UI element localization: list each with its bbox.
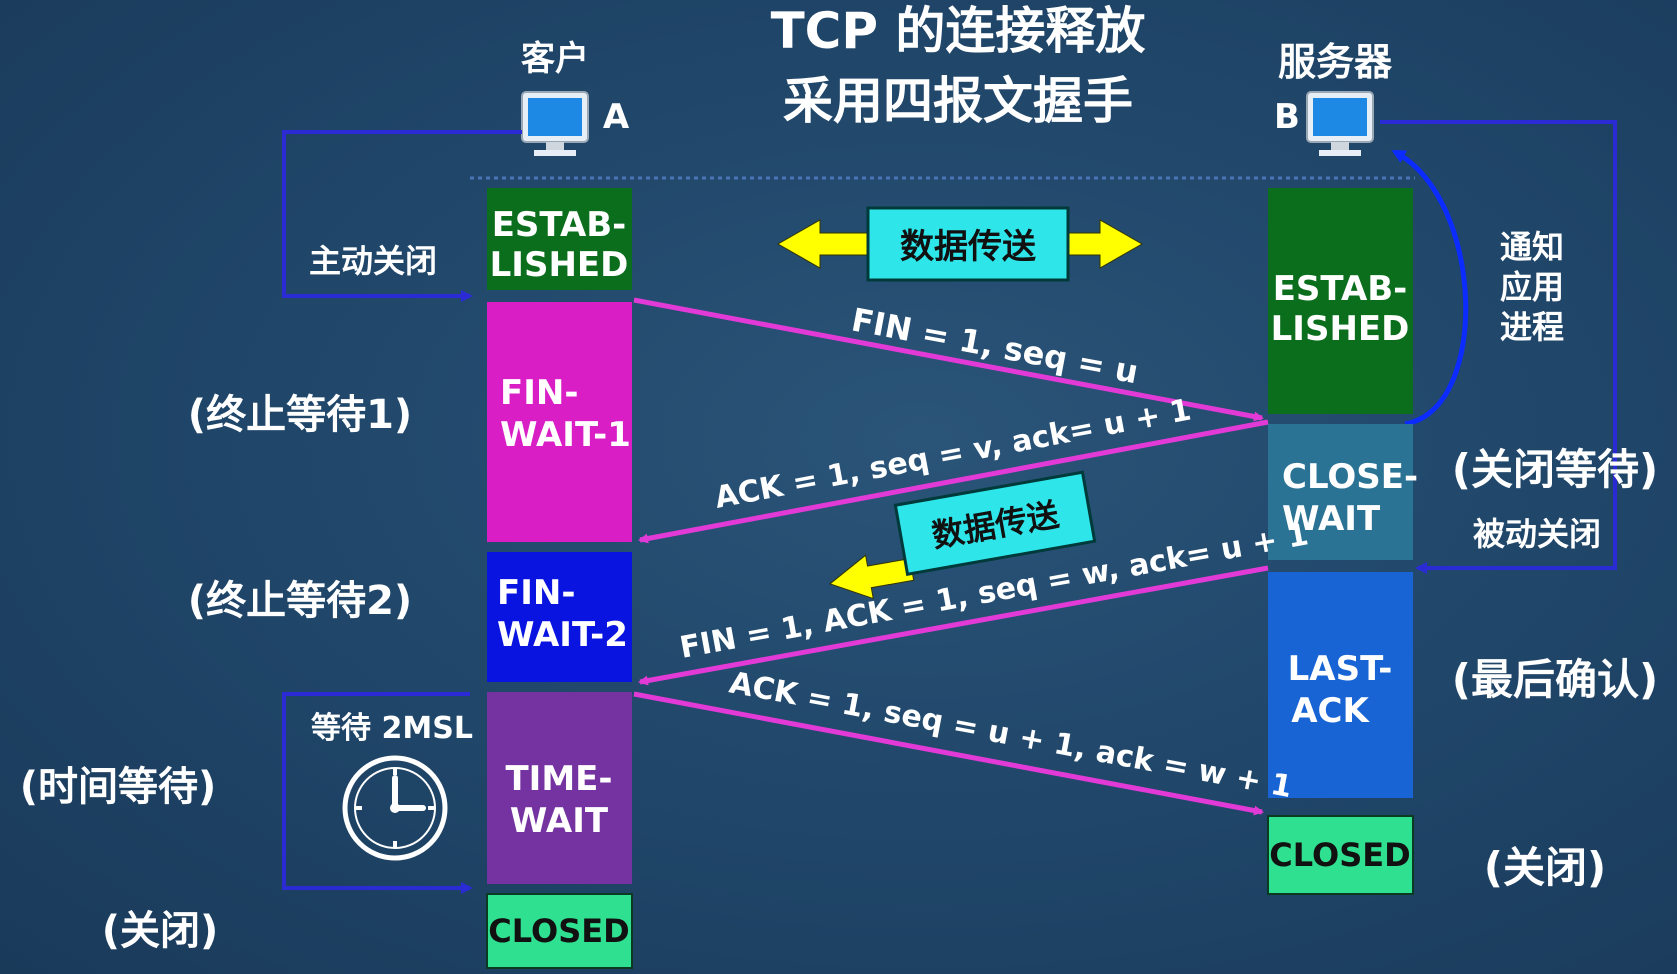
data-transfer-box: [893, 470, 1097, 576]
state-box: [1268, 188, 1413, 414]
state-text: CLOSED: [1269, 836, 1410, 874]
client-state-closed: CLOSED: [486, 893, 633, 969]
state-text: WAIT: [1282, 499, 1381, 539]
wait-2msl-label: 等待 2MSL: [311, 711, 473, 746]
server-id: B: [1274, 97, 1300, 137]
state-box: [487, 692, 632, 884]
message-arrow-fin: [633, 297, 1264, 422]
notify-app-arrow: [1391, 149, 1469, 427]
data-transfer-box: [866, 206, 1070, 282]
server-label: 服务器: [1278, 40, 1393, 84]
state-text: CLOSED: [488, 912, 629, 950]
clock-icon: [342, 755, 448, 861]
active-close-loop: [282, 130, 522, 302]
state-text: FIN-: [497, 573, 575, 613]
time-wait-loop: [282, 692, 473, 894]
passive-close-loop: [1380, 120, 1617, 574]
server-closed-note: (关闭): [1484, 843, 1606, 892]
state-box: [487, 302, 632, 542]
state-box: [487, 552, 632, 682]
state-box: [1268, 424, 1413, 560]
state-text: ESTAB-: [1273, 269, 1408, 309]
state-box: [1267, 815, 1414, 895]
fin-wait-2-note: (终止等待2): [188, 578, 412, 624]
server-state-established: ESTAB- LISHED: [1268, 188, 1413, 414]
client-label: 客户: [521, 39, 589, 79]
close-wait-note: (关闭等待): [1452, 445, 1658, 494]
server-state-closed: CLOSED: [1267, 815, 1414, 895]
message-arrow-final-ack: [633, 691, 1264, 816]
active-close-label: 主动关闭: [309, 242, 437, 280]
server-state-last-ack: LAST- ACK: [1268, 572, 1413, 798]
client-state-fin-wait-2: FIN- WAIT-2: [487, 552, 632, 682]
state-text: WAIT-1: [500, 415, 631, 455]
notify-app-label-2: 应用: [1500, 268, 1564, 306]
state-text: LAST-: [1288, 649, 1393, 689]
fin-wait-1-note: (终止等待1): [188, 392, 412, 438]
client-id: A: [603, 97, 630, 137]
client-closed-note: (关闭): [102, 908, 219, 954]
state-text: WAIT: [510, 801, 609, 841]
client-state-time-wait: TIME- WAIT: [487, 692, 632, 884]
time-wait-note: (时间等待): [20, 764, 217, 810]
state-text: WAIT-2: [497, 615, 628, 655]
state-text: ESTAB-: [492, 205, 627, 245]
state-text: TIME-: [505, 759, 612, 799]
notify-app-label-3: 进程: [1500, 308, 1564, 346]
data-transfer-single-arrow: 数据传送: [829, 470, 1097, 600]
message-arrow-fin-ack: [638, 565, 1269, 686]
title-line2: 采用四报文握手: [783, 72, 1133, 130]
passive-close-label: 被动关闭: [1473, 515, 1601, 553]
notify-app-label-1: 通知: [1500, 228, 1564, 266]
state-text: ACK: [1291, 691, 1370, 731]
state-text: LISHED: [1271, 309, 1410, 349]
client-state-established: ESTAB- LISHED: [487, 188, 632, 290]
message-label-final-ack: ACK = 1, seq = u + 1, ack = w + 1: [727, 665, 1295, 805]
arrow-left-icon: [776, 219, 871, 269]
client-state-fin-wait-1: FIN- WAIT-1: [487, 302, 632, 542]
data-transfer-double-arrow: 数据传送: [776, 206, 1144, 282]
state-text: FIN-: [500, 373, 578, 413]
state-text: CLOSE-: [1282, 457, 1418, 497]
state-box: [1268, 572, 1413, 798]
message-label-fin: FIN = 1, seq = u: [849, 301, 1142, 392]
state-box: [487, 188, 632, 290]
server-state-close-wait: CLOSE- WAIT: [1268, 424, 1418, 560]
arrow-right-icon: [1059, 219, 1144, 269]
state-text: LISHED: [490, 245, 629, 285]
message-arrow-ack: [638, 419, 1269, 544]
title-line1: TCP 的连接释放: [771, 2, 1146, 60]
state-box: [486, 893, 633, 969]
last-ack-note: (最后确认): [1452, 655, 1658, 704]
computer-icon: [521, 91, 589, 156]
data-transfer-label: 数据传送: [900, 227, 1036, 267]
computer-icon: [1306, 91, 1374, 156]
